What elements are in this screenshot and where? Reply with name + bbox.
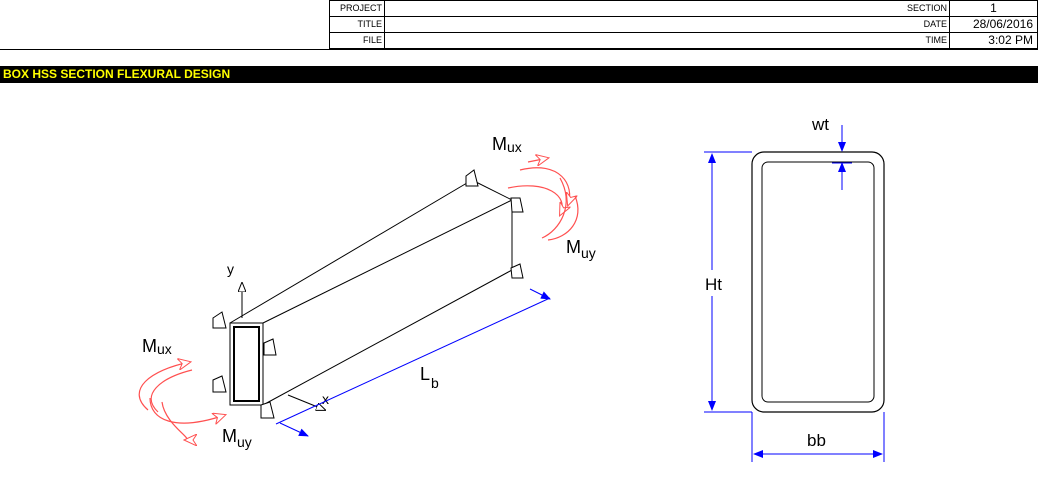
moment-arrow-icon xyxy=(161,401,187,440)
bb-label: bb xyxy=(807,431,826,450)
header-rule xyxy=(0,49,1038,50)
beam-edge-bottom xyxy=(262,269,513,406)
axis-x-label: x xyxy=(322,391,329,407)
ht-label: Ht xyxy=(705,275,722,294)
section-diagram xyxy=(751,151,885,413)
beam-diagram xyxy=(229,179,513,406)
beam-end-inner xyxy=(233,326,260,402)
local-axes xyxy=(242,283,325,410)
support-icon xyxy=(212,375,227,393)
support-icon xyxy=(263,338,277,356)
support-icon xyxy=(465,169,479,187)
moment-arrow-icon xyxy=(150,369,193,413)
muy-left-label: Muy xyxy=(222,426,252,450)
beam-far-top xyxy=(471,179,513,201)
moment-arrow-icon xyxy=(547,195,579,241)
wt-label: wt xyxy=(811,115,829,134)
moment-arrow-icon xyxy=(138,362,190,411)
section-inner xyxy=(761,161,875,403)
lb-arrow-right xyxy=(529,288,551,300)
beam-supports xyxy=(212,169,524,419)
lb-dimension-line xyxy=(275,297,551,425)
support-icon xyxy=(510,263,524,279)
moment-arrow-icon xyxy=(519,167,570,205)
moment-arrow-icon xyxy=(149,397,225,423)
banner-title: BOX HSS SECTION FLEXURAL DESIGN xyxy=(3,67,231,81)
beam-end-face xyxy=(229,322,264,406)
time-value: 3:02 PM xyxy=(949,32,1038,49)
support-icon xyxy=(510,197,524,213)
section-outer xyxy=(751,151,885,413)
moment-arrows-far xyxy=(507,158,579,241)
mux-top-label: Mux xyxy=(492,134,522,155)
wt-dimension xyxy=(832,125,852,190)
moment-arrows-near xyxy=(138,362,225,440)
lb-arrow-left xyxy=(279,422,309,437)
axis-y-label: y xyxy=(227,261,234,277)
moment-arrow-icon xyxy=(527,158,548,162)
header-table: PROJECT SECTION 1 TITLE DATE 28/06/2016 … xyxy=(329,0,1038,49)
lb-label: Lb xyxy=(420,364,439,391)
bb-dimension xyxy=(751,412,885,462)
moment-arrow-icon xyxy=(541,177,567,239)
ht-dimension xyxy=(704,151,752,413)
moment-arrow-icon xyxy=(507,185,562,215)
support-icon xyxy=(212,311,227,329)
beam-edge-top-right xyxy=(262,199,513,324)
beam-edge-top-left xyxy=(229,179,473,324)
muy-top-label: Muy xyxy=(566,237,596,261)
mux-left-label: Mux xyxy=(142,336,172,357)
section-banner: BOX HSS SECTION FLEXURAL DESIGN xyxy=(0,66,1038,83)
x-axis-arrow xyxy=(287,394,325,410)
support-icon xyxy=(260,401,275,419)
